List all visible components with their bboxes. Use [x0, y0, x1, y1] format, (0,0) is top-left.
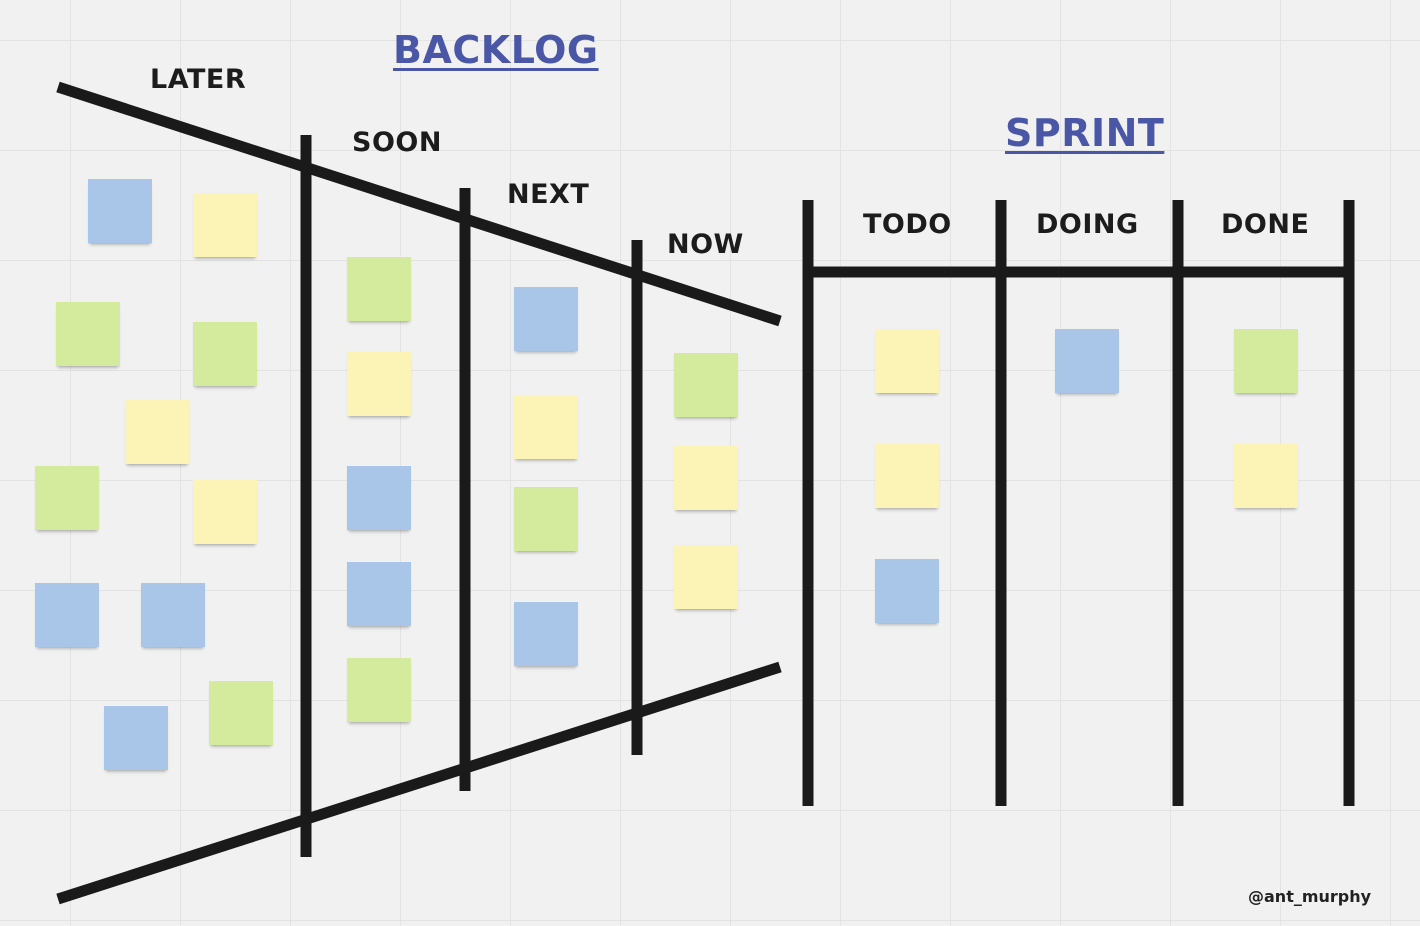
column-label-doing: DOING: [1036, 209, 1139, 240]
sticky-note-yellow[interactable]: [193, 480, 257, 544]
sticky-note-green[interactable]: [56, 302, 120, 366]
sticky-note-blue[interactable]: [141, 583, 205, 647]
sticky-note-blue[interactable]: [875, 559, 939, 623]
sticky-note-blue[interactable]: [514, 602, 578, 666]
sticky-note-yellow[interactable]: [875, 329, 939, 393]
sticky-note-blue[interactable]: [347, 562, 411, 626]
funnel-bottom-line: [56, 661, 782, 905]
funnel-top-line: [56, 81, 782, 327]
sticky-note-yellow[interactable]: [125, 400, 189, 464]
stage-label-next: NEXT: [507, 179, 590, 210]
sticky-note-yellow[interactable]: [875, 444, 939, 508]
sticky-note-green[interactable]: [35, 466, 99, 530]
sticky-note-yellow[interactable]: [1234, 444, 1298, 508]
stage-label-now: NOW: [667, 229, 744, 260]
sticky-note-yellow[interactable]: [674, 446, 738, 510]
sticky-note-green[interactable]: [193, 322, 257, 386]
sticky-note-blue[interactable]: [104, 706, 168, 770]
sprint-title: SPRINT: [1005, 111, 1165, 155]
sticky-note-blue[interactable]: [35, 583, 99, 647]
sticky-note-blue[interactable]: [1055, 329, 1119, 393]
author-credit: @ant_murphy: [1248, 887, 1372, 906]
sticky-note-yellow[interactable]: [347, 352, 411, 416]
sticky-note-green[interactable]: [674, 353, 738, 417]
sticky-note-blue[interactable]: [347, 466, 411, 530]
sticky-note-green[interactable]: [347, 658, 411, 722]
stage-label-later: LATER: [150, 64, 247, 95]
sticky-note-yellow[interactable]: [674, 545, 738, 609]
sticky-note-blue[interactable]: [514, 287, 578, 351]
backlog-title: BACKLOG: [393, 28, 599, 72]
sticky-note-green[interactable]: [514, 487, 578, 551]
sticky-note-green[interactable]: [1234, 329, 1298, 393]
sticky-note-yellow[interactable]: [514, 395, 578, 459]
column-label-todo: TODO: [863, 209, 952, 240]
sticky-note-yellow[interactable]: [193, 193, 257, 257]
sticky-note-blue[interactable]: [88, 179, 152, 243]
stage-label-soon: SOON: [352, 127, 442, 158]
sticky-note-green[interactable]: [209, 681, 273, 745]
column-label-done: DONE: [1221, 209, 1310, 240]
sticky-note-green[interactable]: [347, 257, 411, 321]
